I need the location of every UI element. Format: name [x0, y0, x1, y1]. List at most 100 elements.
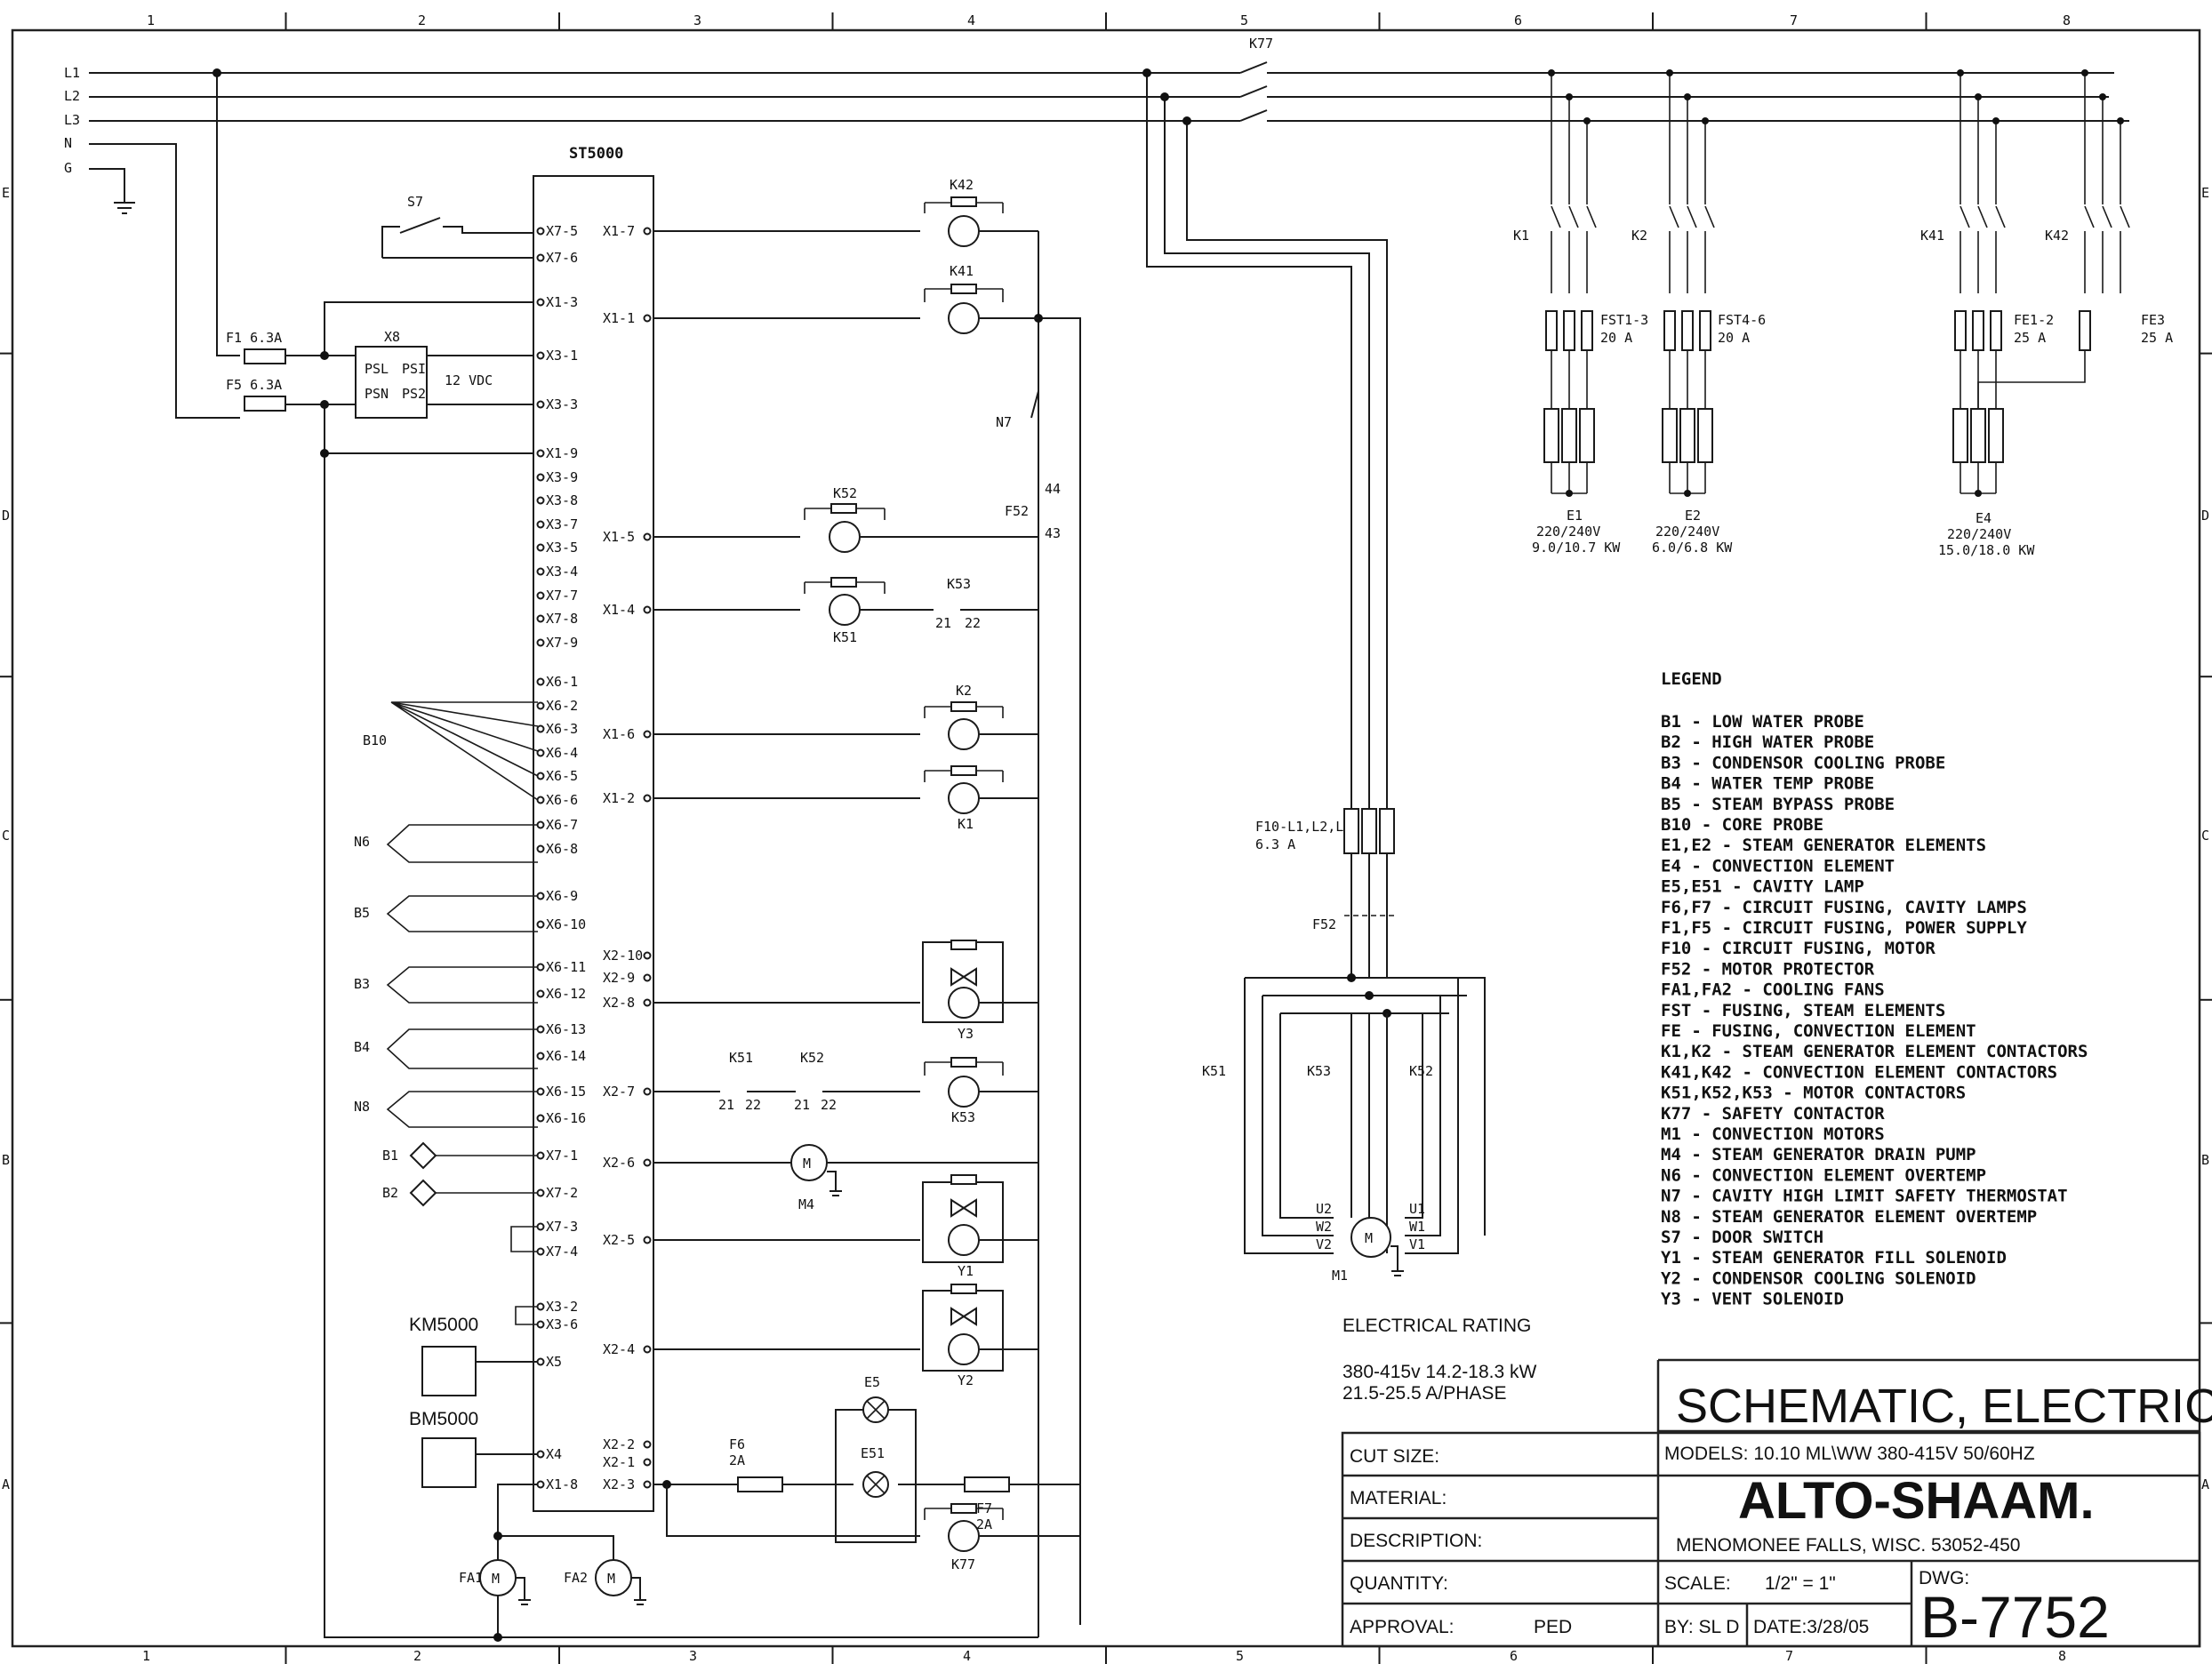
contactor-contact — [2120, 205, 2130, 228]
terminal-pin — [536, 591, 545, 600]
legend-item: B10 - CORE PROBE — [1661, 815, 1823, 835]
fst4-rating: 20 A — [1718, 330, 1750, 346]
fa1-motor-symbol: M — [492, 1571, 500, 1587]
terminal-pin — [536, 1114, 545, 1123]
junction-dot — [1583, 117, 1591, 124]
controller-right-terminals: X1-7X1-1X1-5X1-4X1-6X1-2X2-10X2-9X2-8X2-… — [603, 223, 652, 1492]
controller-right-terminal-label: X2-8 — [603, 995, 635, 1011]
rating-line-1: 380-415v 14.2-18.3 kW — [1342, 1362, 1536, 1382]
zone-col-7: 7 — [1790, 12, 1798, 28]
terminal-pin — [643, 227, 652, 236]
fst4-label: FST4-6 — [1718, 312, 1766, 328]
e1-name: E1 — [1567, 508, 1583, 524]
terminal-pin — [643, 1440, 652, 1449]
contactor-contact — [1960, 205, 1970, 228]
k1-contacts-label: K1 — [1513, 228, 1529, 244]
y1-solenoid — [948, 1224, 980, 1256]
terminal-pin — [536, 1302, 545, 1311]
terminal-pin — [643, 1345, 652, 1354]
controller-right-terminal-label: X2-10 — [603, 948, 643, 964]
controller-left-terminal-label: X3-9 — [546, 469, 578, 485]
e1-power: 9.0/10.7 KW — [1532, 540, 1621, 556]
heater-element-icon — [1561, 408, 1577, 463]
controller-left-terminal-label: X3-1 — [546, 348, 578, 364]
k51-coil-label: K51 — [833, 629, 857, 645]
zone-labels-sides: E D C B A E D C B A — [2, 185, 2209, 1492]
title-block: SCHEMATIC, ELECTRICAL CE MODELS: 10.10 M… — [1341, 1358, 2212, 1650]
e2-name: E2 — [1685, 508, 1701, 524]
st5000-controller: ST5000 X7-5X7-6X1-3X3-1X3-3X1-9X3-9X3-8X… — [533, 145, 654, 1512]
cooling-fans: FA1 M FA2 M — [459, 1484, 646, 1642]
zone-row-b: B — [2, 1152, 10, 1168]
junction-dot — [1566, 490, 1573, 497]
controller-left-terminals: X7-5X7-6X1-3X3-1X3-3X1-9X3-9X3-8X3-7X3-5… — [536, 223, 586, 1492]
zone-col-4-bottom: 4 — [963, 1648, 971, 1664]
controller-left-terminal-label: X6-15 — [546, 1084, 586, 1100]
controller-left-terminal-label: X6-10 — [546, 916, 586, 932]
junction-dot — [1684, 490, 1691, 497]
bm5000-label: BM5000 — [409, 1409, 478, 1429]
y3-solenoid — [948, 987, 980, 1019]
b5-label: B5 — [354, 905, 370, 921]
legend-item: E4 - CONVECTION ELEMENT — [1661, 856, 1895, 876]
fuse-f10-l3 — [1379, 808, 1395, 854]
contactor-contact — [1551, 205, 1561, 228]
terminal-pin — [536, 1450, 545, 1459]
terminal-pin — [643, 1480, 652, 1489]
k51-int-22: 22 — [745, 1097, 761, 1113]
f10-rating: 6.3 A — [1255, 836, 1295, 852]
fst1-label: FST1-3 — [1600, 312, 1648, 328]
e4-voltage: 220/240V — [1947, 526, 2011, 542]
controller-right-terminal-label: X2-1 — [603, 1454, 635, 1470]
heater-element-icon — [1697, 408, 1713, 463]
k53-contact-22: 22 — [965, 615, 981, 631]
terminal-pin — [536, 1480, 545, 1489]
controller-right-terminal-label: X1-6 — [603, 726, 635, 742]
terminal-pin — [643, 1158, 652, 1167]
zone-row-d-right: D — [2201, 508, 2209, 524]
controller-left-terminal-label: X7-4 — [546, 1244, 578, 1260]
m1-terminal-u1: U1 — [1409, 1201, 1425, 1217]
legend-item: B1 - LOW WATER PROBE — [1661, 712, 1864, 732]
legend-item: Y1 - STEAM GENERATOR FILL SOLENOID — [1661, 1248, 2007, 1268]
heater-element-icon — [1579, 408, 1595, 463]
terminal-pin — [536, 701, 545, 710]
terminal-pin — [643, 998, 652, 1007]
legend-item: B5 - STEAM BYPASS PROBE — [1661, 795, 1895, 814]
k42-coil-label: K42 — [950, 177, 974, 193]
dwg-label: DWG: — [1919, 1568, 1969, 1588]
element-fuse — [1972, 310, 1984, 351]
terminal-pin — [536, 1188, 545, 1197]
controller-right-terminal-label: X2-5 — [603, 1232, 635, 1248]
junction-dot — [1666, 69, 1673, 76]
controller-left-terminal-label: X3-2 — [546, 1299, 578, 1315]
terminal-pin — [643, 605, 652, 614]
k53-coil-label: K53 — [951, 1109, 975, 1125]
controller-right-terminal-label: X2-3 — [603, 1476, 635, 1492]
f52-contact-44: 44 — [1045, 481, 1061, 497]
zone-row-c: C — [2, 828, 10, 844]
x8-pin-psi: PSI — [402, 361, 426, 377]
quantity-label: QUANTITY: — [1350, 1573, 1448, 1594]
terminal-pin — [536, 1087, 545, 1096]
terminal-pin — [643, 951, 652, 960]
fe3-rating: 25 A — [2141, 330, 2173, 346]
legend-item: K41,K42 - CONVECTION ELEMENT CONTACTORS — [1661, 1062, 2057, 1082]
supply-l3-label: L3 — [64, 112, 80, 128]
b2-label: B2 — [382, 1185, 398, 1201]
contactor-contact — [2084, 205, 2095, 228]
terminal-pin — [536, 1357, 545, 1366]
controller-left-terminal-label: X6-3 — [546, 721, 578, 737]
fe3-label: FE3 — [2141, 312, 2165, 328]
junction-dot — [2099, 93, 2106, 100]
fuse-f1 — [244, 348, 286, 364]
legend-item: Y3 - VENT SOLENOID — [1661, 1290, 1844, 1309]
x8-label: X8 — [384, 329, 400, 345]
controller-name: ST5000 — [569, 145, 623, 163]
controller-right-terminal-label: X1-5 — [603, 529, 635, 545]
zone-col-4: 4 — [967, 12, 975, 28]
b10-label: B10 — [363, 732, 387, 748]
controller-left-terminal-label: X7-7 — [546, 588, 578, 604]
legend-item: E5,E51 - CAVITY LAMP — [1661, 877, 1864, 897]
zone-col-8-bottom: 8 — [2058, 1648, 2066, 1664]
